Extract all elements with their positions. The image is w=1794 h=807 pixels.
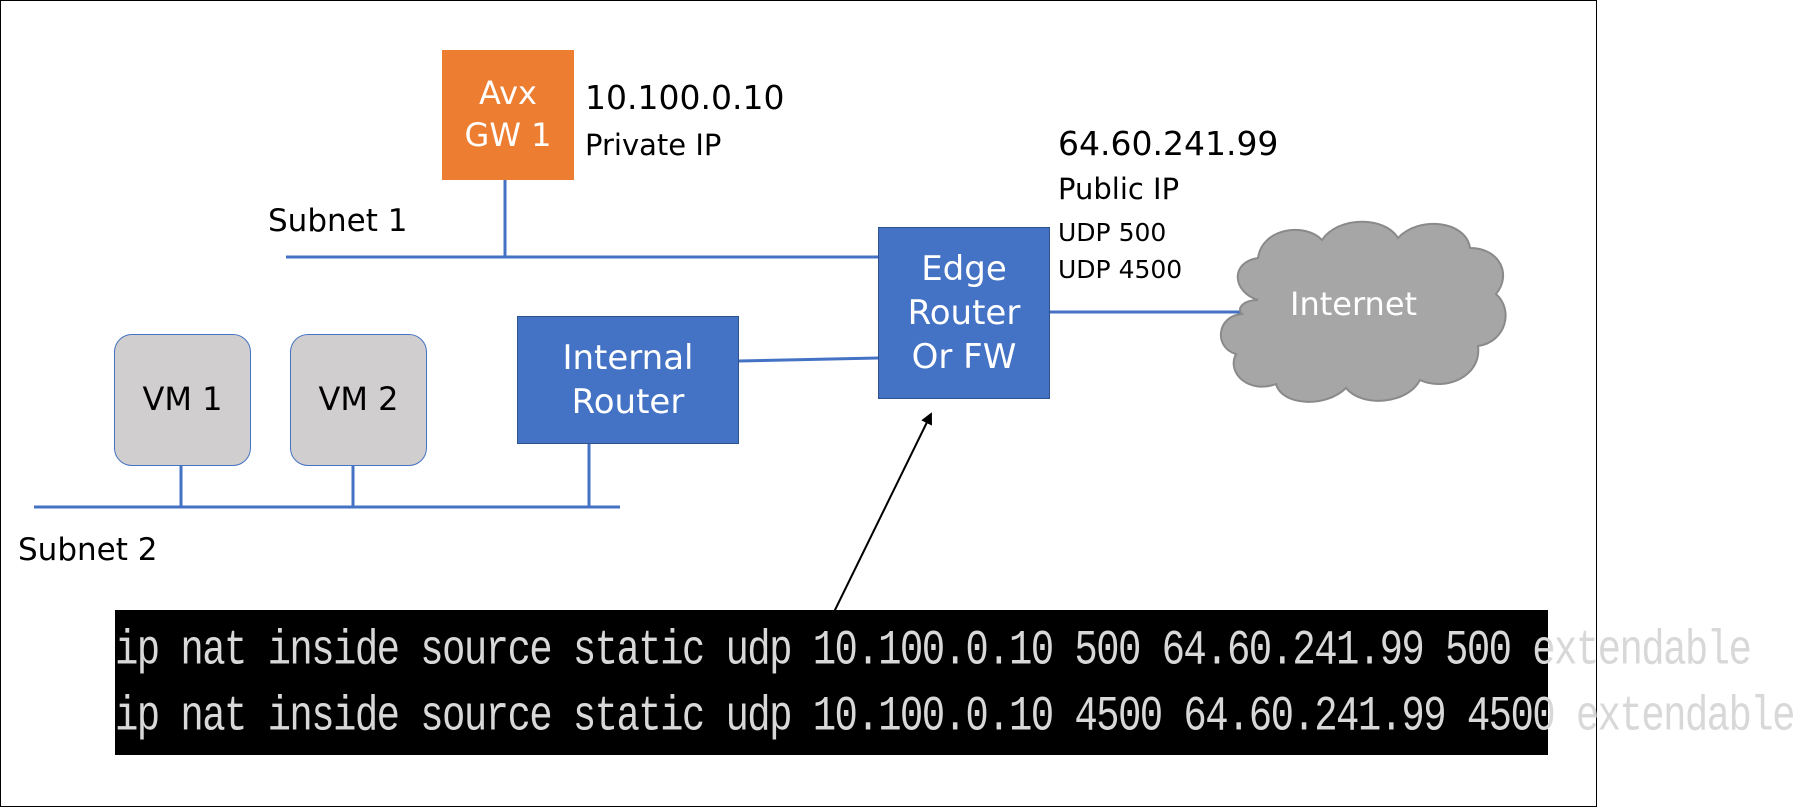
cli-line-2: ip nat inside source static udp 10.100.0…	[115, 689, 1794, 745]
internal-router-line1: Internal	[562, 337, 694, 378]
private-ip-tag: Private IP	[585, 128, 722, 162]
edge-router-node: Edge Router Or FW	[878, 227, 1050, 399]
subnet2-label: Subnet 2	[18, 532, 158, 568]
internal-edge-link	[738, 356, 879, 363]
avx-gateway-node: Avx GW 1	[442, 50, 574, 180]
public-ip-tag: Public IP	[1058, 172, 1180, 206]
avx-gateway-line1: Avx	[479, 74, 537, 113]
internal-router-node: Internal Router	[517, 316, 739, 444]
nat-cli-console: ip nat inside source static udp 10.100.0…	[115, 610, 1794, 755]
connection-layer	[34, 180, 1507, 613]
internal-router-line2: Router	[571, 382, 685, 422]
nat-config-arrow	[833, 412, 932, 613]
private-ip-value: 10.100.0.10	[585, 78, 785, 117]
udp-4500-label: UDP 4500	[1058, 255, 1183, 284]
edge-router-line2: Router	[907, 292, 1021, 333]
edge-router-line1: Edge	[921, 248, 1007, 289]
cli-line-1: ip nat inside source static udp 10.100.0…	[115, 623, 1752, 679]
internet-cloud	[1219, 220, 1507, 403]
vm2-node: VM 2	[290, 334, 427, 466]
vm2-label: VM 2	[318, 380, 399, 419]
subnet1-label: Subnet 1	[268, 203, 408, 239]
vm1-label: VM 1	[142, 380, 223, 419]
avx-gateway-line2: GW 1	[464, 116, 552, 154]
edge-router-line3: Or FW	[911, 337, 1017, 378]
vm1-node: VM 1	[114, 334, 251, 466]
internet-label: Internet	[1290, 285, 1418, 323]
public-ip-value: 64.60.241.99	[1058, 124, 1279, 163]
udp-500-label: UDP 500	[1058, 218, 1167, 247]
